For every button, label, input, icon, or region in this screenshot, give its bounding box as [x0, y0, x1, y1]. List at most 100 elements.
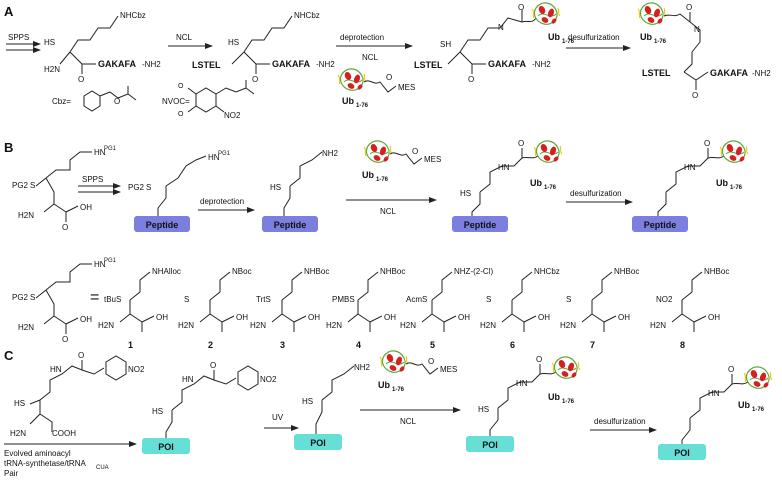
a1-hs: HS: [44, 38, 55, 47]
b3-peptide-label: Peptide: [464, 220, 497, 230]
a-nvoc-ome-2: O: [178, 111, 184, 118]
b-variant-2-h2n: H2N: [178, 321, 194, 330]
c-ncl-label: NCL: [400, 417, 417, 426]
b-variant-4-side-chain: PMBS: [332, 295, 355, 304]
b-peptide-2: HS NH2 Peptide: [262, 149, 339, 232]
b-mes: MES: [424, 155, 441, 164]
a-nvoc-ome-1: O: [178, 83, 184, 90]
a-mes: MES: [398, 83, 415, 92]
c2-poi-box: [142, 438, 190, 454]
c-ub-mes-reagent: O MES Ub 1-76: [378, 350, 457, 393]
a1-carbonyl-o: O: [78, 75, 84, 84]
a4-nh2-suffix: -NH2: [752, 69, 771, 78]
b1-peptide-label: Peptide: [146, 220, 179, 230]
a-ub-mes-reagent: O MES Ub 1-76: [337, 68, 415, 109]
c-note-line-1: Evolved aminoacyl: [4, 449, 71, 458]
b2-hs: HS: [270, 183, 281, 192]
b3-peptide-box: [452, 216, 508, 232]
b-variant-8-side-chain: NO2: [656, 295, 673, 304]
b-pg1: PG1: [104, 146, 117, 152]
b-variant-2-amine: NBoc: [232, 267, 252, 276]
a-ub-label: Ub: [342, 96, 354, 106]
panel-b: B HN PG1 PG2 S H2N O OH SPPS HN PG1 PG2 …: [4, 139, 749, 350]
a-desulf-label: desulfurization: [568, 33, 620, 42]
c4-hs: HS: [478, 405, 489, 414]
c5-poi-box: [658, 444, 706, 460]
c-desulf-label: desulfurization: [594, 417, 646, 426]
b4-ub-sub: 1-76: [730, 185, 743, 191]
panel-a-letter: A: [4, 4, 14, 19]
a-molecule-3: O N Ub 1-76 SH LSTEL O GAKAFA -NH2: [414, 2, 575, 84]
a4-peptide-right: GAKAFA: [710, 68, 749, 78]
b3-ub-sub: 1-76: [544, 185, 557, 191]
a3-n: N: [498, 23, 504, 32]
b-peptide-3: HS HN O Ub 1-76 Peptide: [452, 139, 563, 232]
bg-pg2: PG2: [12, 293, 29, 302]
a3-sh: SH: [440, 40, 451, 49]
c-poi-4: HN O Ub 1-76 POI: [658, 365, 773, 460]
a1-nh2-suffix: -NH2: [142, 60, 161, 69]
b-ncl-label: NCL: [380, 207, 397, 216]
b-ub-mes-reagent: O MES Ub 1-76: [362, 140, 441, 183]
a-deprot-label: deprotection: [340, 33, 384, 42]
a4-peptide-left: LSTEL: [642, 68, 671, 78]
b-variant-1-amine: NHAlloc: [152, 267, 181, 276]
b-peptide-4: HN O Ub 1-76 Peptide: [632, 139, 749, 232]
a1-peptide-right: GAKAFA: [98, 59, 137, 69]
b-desulf-label: desulfurization: [570, 189, 622, 198]
b-start-o: O: [62, 223, 68, 232]
a3-amide-o: O: [518, 3, 524, 12]
a-protecting-group-legend: Cbz= O NVOC= O O NO2: [52, 80, 255, 120]
c-poi-3: HS HN O Ub 1-76 POI: [466, 355, 581, 452]
b-equals-sign: =: [90, 289, 99, 306]
a2-carbonyl-o: O: [252, 75, 258, 84]
b-variant-4-amine: NHBoc: [380, 267, 405, 276]
a3-ub-sub: 1-76: [562, 39, 575, 45]
b-variant-6-number: 6: [510, 340, 515, 350]
b4-peptide-label: Peptide: [644, 220, 677, 230]
b-variant-1-h2n: H2N: [98, 321, 114, 330]
b-pg2: PG2: [12, 181, 29, 190]
c1-cooh: COOH: [52, 429, 76, 438]
b-variant-3-h2n: H2N: [250, 321, 266, 330]
c2-hn: HN: [182, 375, 194, 384]
a-molecule-1: NHCbz HS H2N O GAKAFA -NH2: [44, 11, 161, 84]
b2-peptide-label: Peptide: [274, 220, 307, 230]
c4-poi-box: [466, 436, 514, 452]
c-poi-2: HS NH2 POI: [294, 363, 371, 450]
b-variant-5-number: 5: [430, 340, 435, 350]
a2-peptide-right: GAKAFA: [272, 59, 311, 69]
b-variant-2-skeleton: [199, 271, 235, 332]
b-variant-8-amine: NHBoc: [704, 267, 729, 276]
b-start-s: S: [30, 181, 35, 190]
c2-no2: NO2: [260, 375, 277, 384]
panel-b-letter: B: [4, 140, 13, 155]
c3-hs: HS: [302, 397, 313, 406]
c4-ub-label: Ub: [548, 392, 560, 402]
c-uv-label: UV: [272, 413, 284, 422]
a-cbz-benzene-icon: [83, 90, 101, 112]
b1-pg1: PG1: [218, 151, 231, 157]
b-variant-6-skeleton: [501, 271, 537, 332]
b4-ub-label: Ub: [716, 178, 728, 188]
c5-ub-protein-icon: [743, 366, 773, 390]
a4-nh: N: [694, 25, 700, 34]
c5-poi-label: POI: [674, 448, 690, 458]
a-molecule-2: NHCbz HS LSTEL O GAKAFA -NH2: [192, 11, 335, 84]
a3-nh2-suffix: -NH2: [532, 60, 551, 69]
b-deprot-label: deprotection: [200, 197, 244, 206]
b-variant-1-oh: OH: [156, 313, 168, 322]
b-spps-label: SPPS: [82, 175, 103, 184]
b-variant-1-side-chain: tBuS: [104, 295, 121, 304]
c4-hn: HN: [516, 379, 528, 388]
a2-peptide-left: LSTEL: [192, 60, 221, 70]
b-hn-pg1: HN: [94, 148, 106, 157]
a4-amide-o: O: [686, 3, 692, 12]
b4-peptide-box: [632, 216, 688, 232]
a-molecule-4: O N Ub 1-76 LSTEL O GAKAFA -NH2: [637, 2, 771, 100]
a-ncl-label: NCL: [176, 33, 193, 42]
